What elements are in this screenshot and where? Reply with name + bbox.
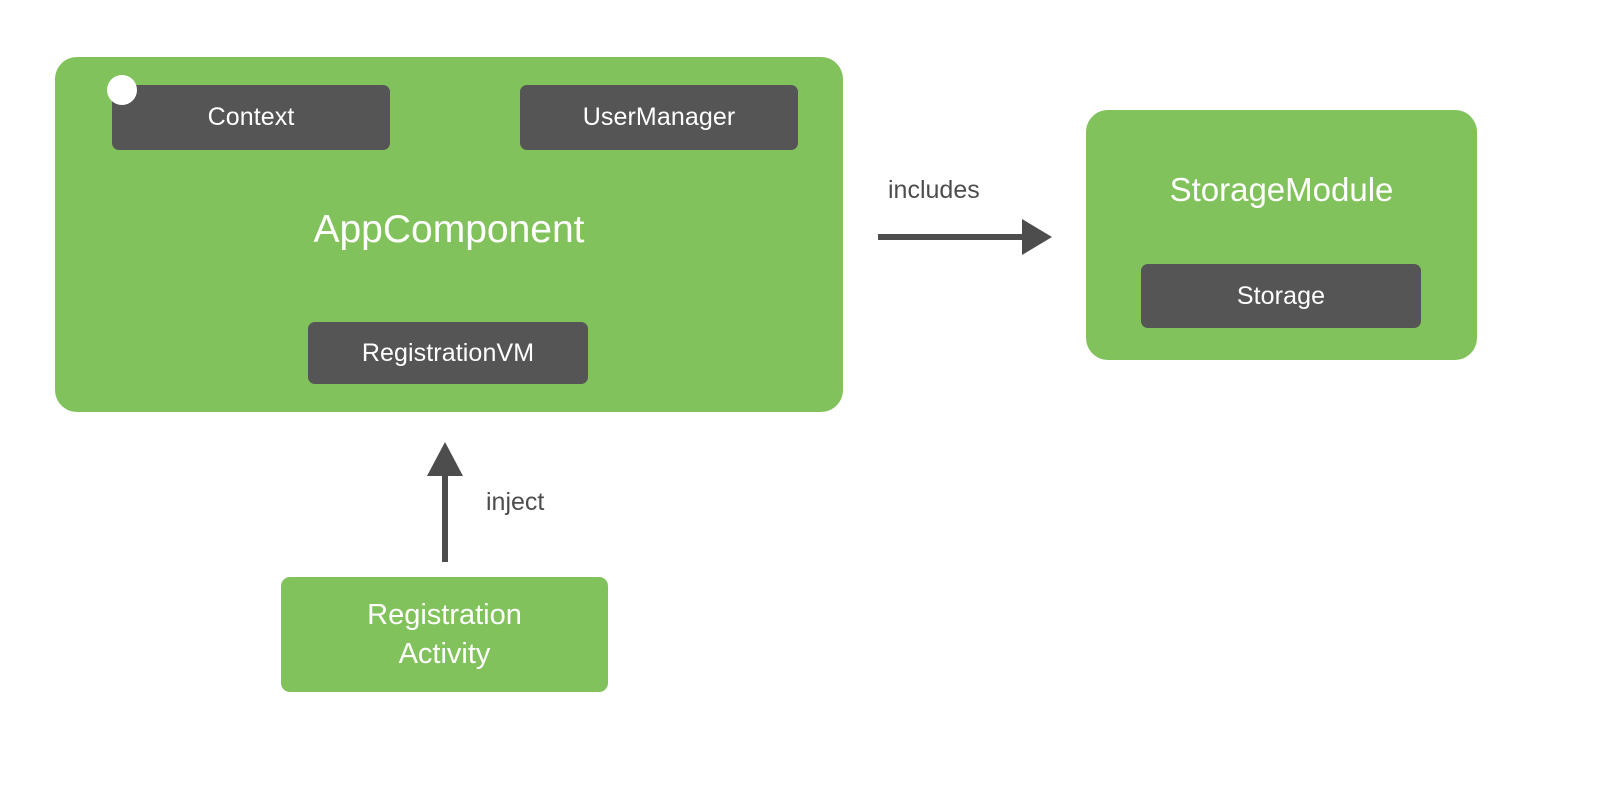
registration-activity-line-2: Activity: [398, 637, 491, 670]
edge-inject-arrowhead: [427, 442, 463, 476]
registration-activity-box[interactable]: Registration Activity: [281, 577, 608, 692]
edge-includes-arrowhead: [1022, 219, 1052, 255]
edge-inject: [427, 442, 463, 562]
registration-activity-line-1: Registration: [367, 599, 522, 632]
dependency-chip-storage[interactable]: Storage: [1141, 264, 1421, 328]
app-component-title: AppComponent: [313, 208, 585, 251]
edge-label-inject: inject: [486, 488, 545, 516]
dependency-chip-registrationvm[interactable]: RegistrationVM: [308, 322, 588, 384]
entry-point-dot-icon: [107, 75, 137, 105]
edge-label-includes: includes: [888, 176, 980, 204]
dependency-chip-context[interactable]: Context: [112, 85, 390, 150]
storage-module-title: StorageModule: [1169, 171, 1394, 208]
dependency-chip-usermanager[interactable]: UserManager: [520, 85, 798, 150]
edge-includes: [878, 219, 1052, 255]
